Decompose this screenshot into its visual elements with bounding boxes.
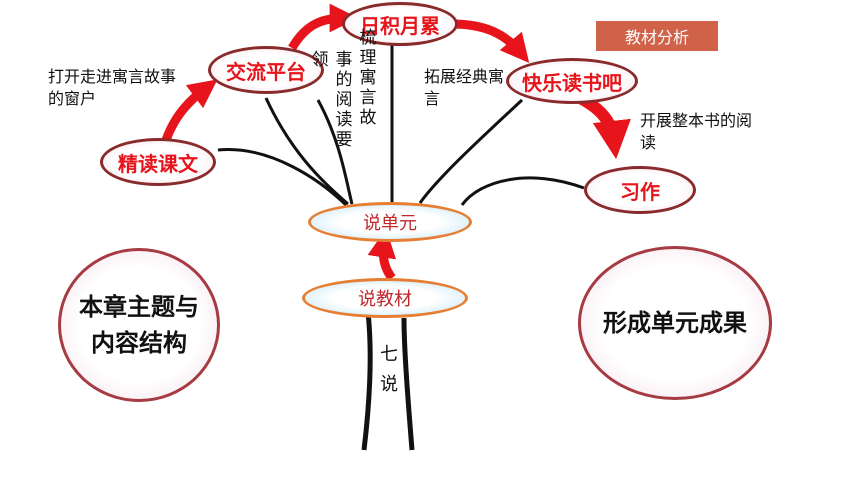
node-shuojiaocai-label: 说教材 [358,289,412,310]
vertical-text-col-a: 领 [311,50,329,70]
arrow-jiaoliu-to-riji [288,3,359,51]
trunk-line-right [401,317,415,451]
arrow-jingdu-to-jiaoliu [161,79,218,142]
node-shuodanyuan-label: 说单元 [363,213,417,234]
node-jiaoliu: 交流平台 [208,46,324,94]
panel-chapter-theme-label: 本章主题与内容结构 [79,293,199,357]
node-xizuo: 习作 [584,166,696,214]
arrow-kuaile-to-xizuo [577,92,631,160]
badge-teaching-analysis: 教材分析 [596,21,718,51]
node-shuojiaocai: 说教材 [302,278,468,318]
branch-kuaile [418,98,524,204]
node-riji-label: 日积月累 [360,13,440,38]
panel-unit-outcome: 形成单元成果 [578,246,772,400]
node-jiaoliu-label: 交流平台 [226,59,306,84]
vertical-text-col-b: 事的阅读要 [335,50,353,150]
trunk-line-left [361,311,373,451]
node-kuaile-label: 快乐读书吧 [522,70,622,95]
node-shuodanyuan: 说单元 [308,202,472,242]
node-jingdu-label: 精读课文 [118,151,198,176]
vertical-text-col-c: 梳理寓言故 [359,28,377,128]
arrow-jiaocai-to-danyuan [367,228,397,281]
node-kuaile: 快乐读书吧 [506,58,638,104]
branch-jiaoliu [264,97,349,206]
panel-unit-outcome-label: 形成单元成果 [603,309,747,337]
annotation-open-window: 打开走进寓言故事的窗户 [48,67,177,108]
annotation-whole-book: 开展整本书的阅读 [640,111,753,152]
vertical-text-trunk: 七说 [380,344,398,395]
node-riji: 日积月累 [342,2,458,46]
branch-column [316,99,354,205]
annotation-expand-classics: 拓展经典寓言 [424,67,505,108]
arrow-riji-to-kuaile [451,19,530,64]
panel-chapter-theme: 本章主题与内容结构 [58,248,220,402]
branch-xizuo [460,176,585,206]
branch-jingdu [217,148,348,207]
node-xizuo-label: 习作 [620,179,660,204]
node-jingdu: 精读课文 [100,138,216,186]
